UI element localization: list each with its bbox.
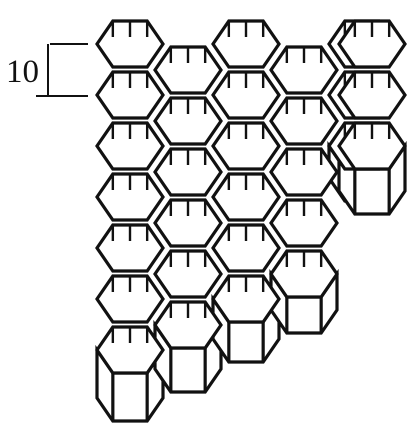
hex-cell bbox=[95, 274, 165, 324]
hex-cell bbox=[153, 45, 223, 95]
hex-cell bbox=[337, 121, 407, 171]
hex-cell bbox=[269, 45, 339, 95]
honeycomb-cells bbox=[95, 19, 407, 375]
hex-cell bbox=[153, 147, 223, 197]
hex-cell bbox=[211, 121, 281, 171]
hex-cell bbox=[95, 172, 165, 222]
hex-cell bbox=[153, 198, 223, 248]
dimension-value: 10 bbox=[6, 54, 39, 90]
hex-cell bbox=[211, 223, 281, 273]
hex-cell bbox=[337, 19, 407, 69]
hex-cell bbox=[153, 249, 223, 299]
hex-cell bbox=[153, 300, 223, 350]
hex-cell bbox=[211, 172, 281, 222]
hex-cell bbox=[269, 96, 339, 146]
hex-cell bbox=[95, 121, 165, 171]
dimension-annotation: 10 bbox=[6, 43, 88, 97]
hex-cell bbox=[211, 70, 281, 120]
hex-cell bbox=[211, 274, 281, 324]
hex-cell bbox=[211, 19, 281, 69]
hex-cell bbox=[269, 249, 339, 299]
hex-cell bbox=[95, 325, 165, 375]
hex-cell bbox=[95, 19, 165, 69]
hex-cell bbox=[95, 223, 165, 273]
hex-cell bbox=[269, 147, 339, 197]
hex-cell bbox=[95, 70, 165, 120]
hex-cell bbox=[269, 198, 339, 248]
hex-cell bbox=[153, 96, 223, 146]
hex-cell bbox=[337, 70, 407, 120]
